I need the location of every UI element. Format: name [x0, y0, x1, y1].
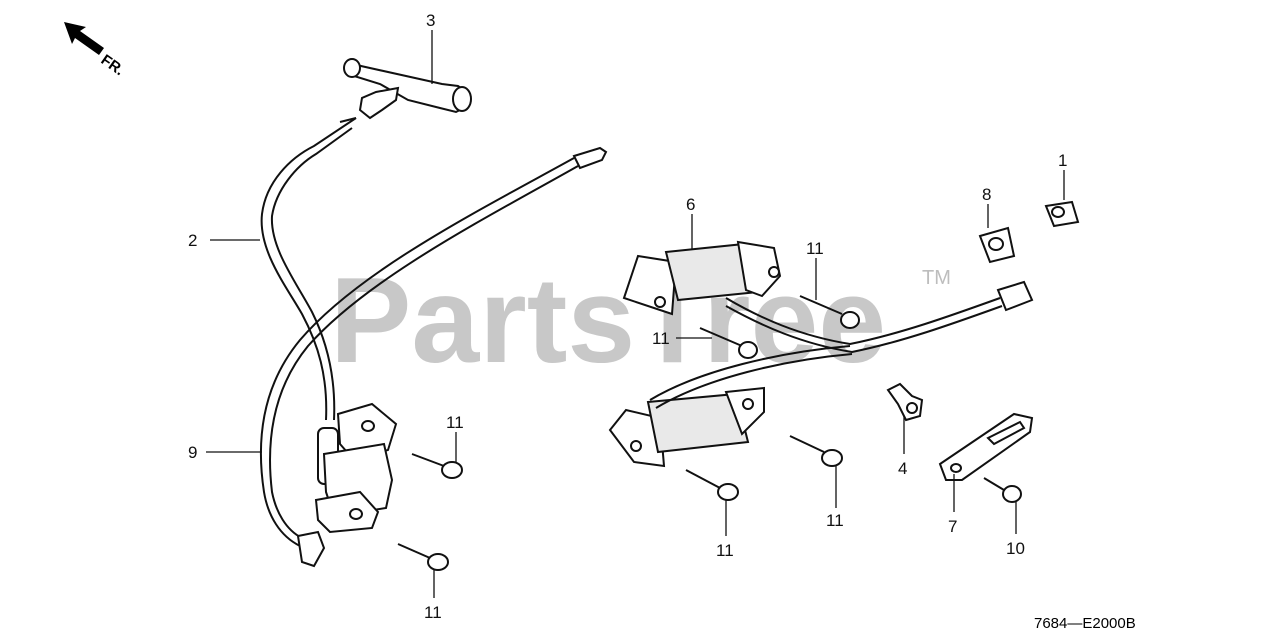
stop-wire — [259, 146, 608, 568]
watermark-trademark: TM — [922, 267, 951, 289]
callouts: 1 2 3 4 6 7 8 9 10 11 11 11 11 11 11 — [188, 11, 1067, 622]
ignition-coil — [314, 402, 398, 534]
callout-9: 9 — [188, 443, 197, 462]
callout-7: 7 — [948, 517, 957, 536]
callout-2: 2 — [188, 231, 197, 250]
callout-4: 4 — [898, 459, 907, 478]
bolts — [397, 295, 1022, 571]
callout-11a: 11 — [446, 413, 464, 432]
wire-clamp — [886, 382, 924, 422]
grommet-1 — [1044, 200, 1080, 228]
high-tension-cord — [260, 117, 357, 421]
leader-lines — [206, 30, 1065, 598]
callout-8: 8 — [982, 185, 991, 204]
charge-coil-lower — [608, 386, 765, 468]
callout-1: 1 — [1058, 151, 1067, 170]
charge-coil-harness — [649, 280, 1034, 409]
callout-11d: 11 — [806, 239, 824, 258]
bracket — [938, 412, 1034, 481]
callout-11b: 11 — [424, 603, 442, 622]
callout-10: 10 — [1006, 539, 1025, 558]
front-label: FR. — [98, 51, 128, 79]
callout-11e: 11 — [826, 511, 844, 530]
callout-11f: 11 — [716, 541, 734, 560]
diagram-code: 7684—E2000B — [1034, 615, 1136, 632]
watermark-text: PartsTree — [330, 252, 886, 388]
front-direction-indicator: FR. — [64, 22, 127, 79]
charge-coil-upper — [622, 240, 782, 316]
grommet-8 — [978, 226, 1016, 264]
callout-11c: 11 — [652, 329, 670, 348]
callout-3: 3 — [426, 11, 435, 30]
front-arrow-icon — [64, 22, 104, 55]
watermark: PartsTree TM — [330, 252, 951, 388]
spark-plug-cap — [343, 58, 472, 120]
callout-6: 6 — [686, 195, 695, 214]
